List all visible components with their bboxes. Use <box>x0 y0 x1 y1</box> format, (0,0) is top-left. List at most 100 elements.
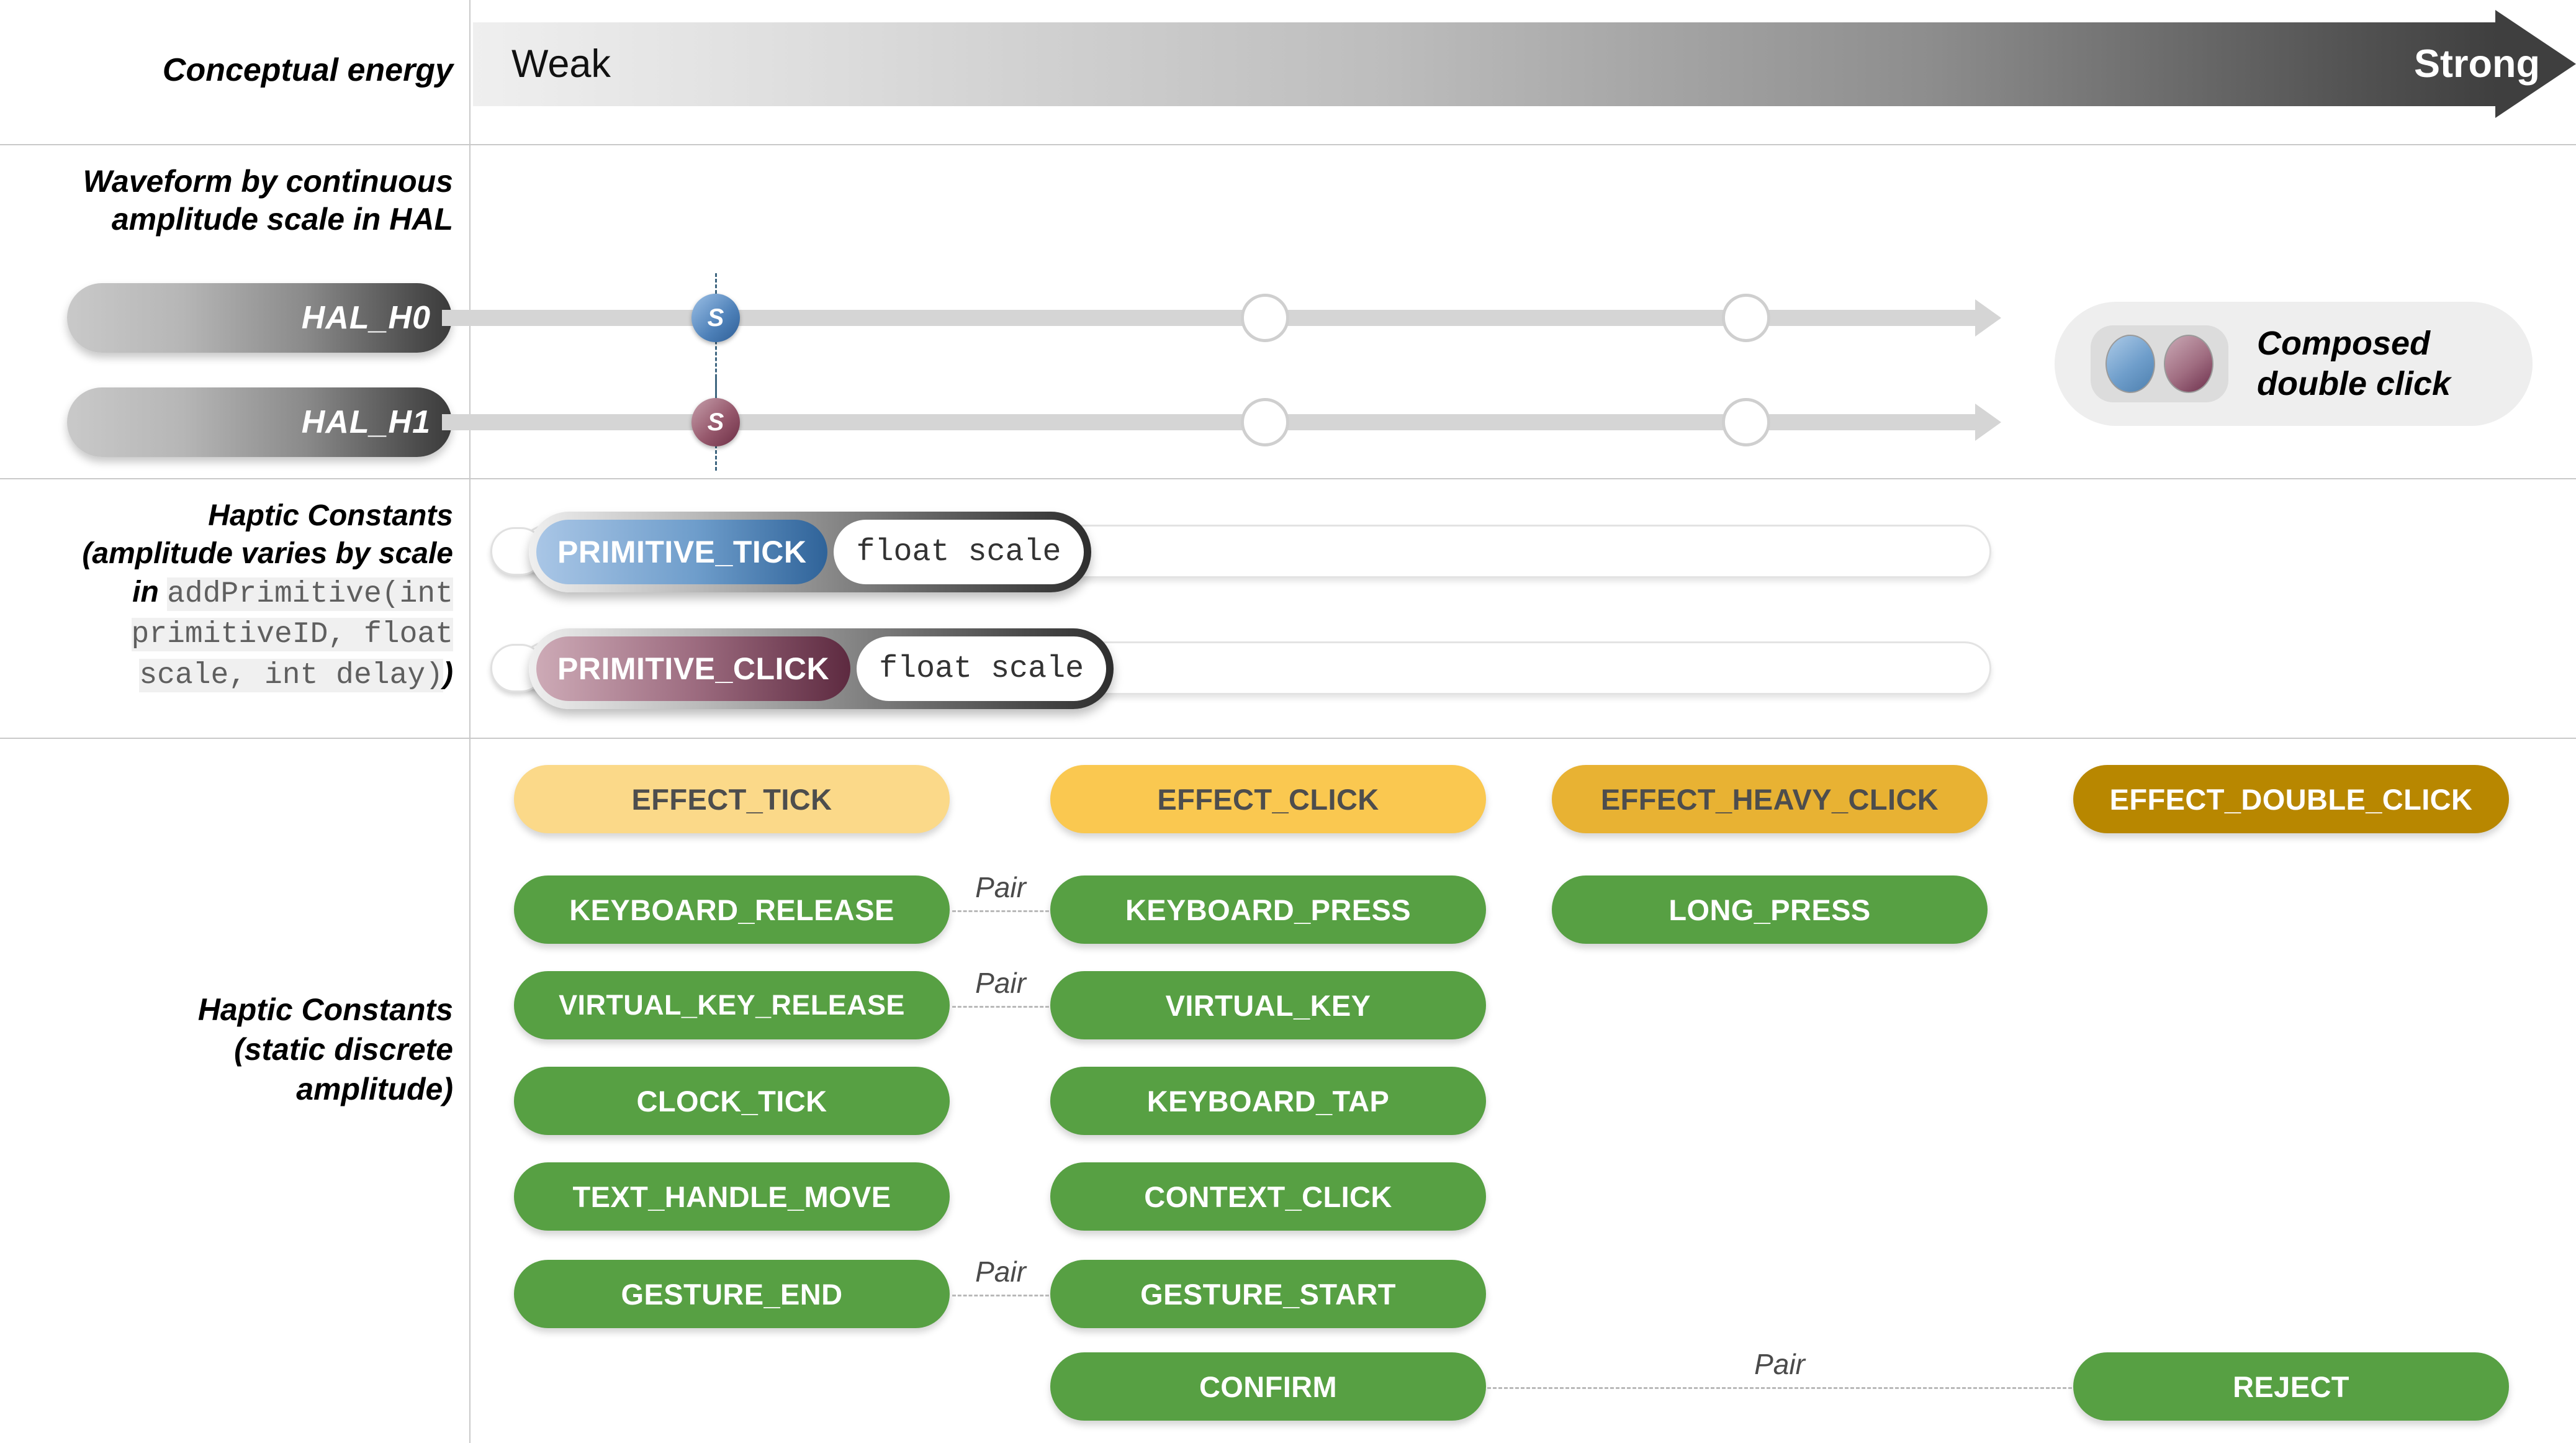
pill-label: CLOCK_TICK <box>636 1084 827 1118</box>
row-label-line: scale, int delay)) <box>0 654 453 695</box>
constant-keyboard-press-pill[interactable]: KEYBOARD_PRESS <box>1050 875 1486 944</box>
row-label-line: in addPrimitive(int <box>0 573 453 613</box>
primitive-tick-arg: float scale <box>834 520 1084 584</box>
section-divider-1 <box>0 144 2576 145</box>
hal-h1-label: HAL_H1 <box>301 404 431 440</box>
row-label-line: Haptic Constants <box>197 992 453 1027</box>
constant-gesture-start-pill[interactable]: GESTURE_START <box>1050 1260 1486 1328</box>
energy-strong-label: Strong <box>2414 42 2540 86</box>
pill-label: EFFECT_CLICK <box>1157 782 1379 816</box>
row-label-haptic-static: Haptic Constants (static discrete amplit… <box>0 990 453 1109</box>
row-label-line: Waveform by continuous <box>83 164 453 199</box>
row-label-close-paren: ) <box>443 656 453 690</box>
energy-arrow-head <box>2495 10 2576 118</box>
primitive-click-label: PRIMITIVE_CLICK <box>536 636 851 701</box>
effect-double-click-pill[interactable]: EFFECT_DOUBLE_CLICK <box>2073 765 2509 833</box>
hal-h0-slot-3[interactable] <box>1722 294 1770 342</box>
row-label-line: amplitude scale in HAL <box>111 202 453 237</box>
column-divider <box>469 0 471 1443</box>
pair-label-2: Pair <box>951 966 1050 1000</box>
composed-primitive-chip <box>2091 325 2228 402</box>
pill-label: CONFIRM <box>1199 1370 1338 1403</box>
hal-h0-guideline <box>715 273 719 428</box>
constant-long-press-pill[interactable]: LONG_PRESS <box>1552 875 1988 944</box>
constant-confirm-pill[interactable]: CONFIRM <box>1050 1352 1486 1421</box>
row-label-haptic-continuous: Haptic Constants (amplitude varies by sc… <box>0 497 453 695</box>
section-divider-2 <box>0 478 2576 479</box>
hal-h1-slot-2[interactable] <box>1241 398 1289 446</box>
hal-h0-label: HAL_H0 <box>301 300 431 336</box>
hal-h0-arrow-head <box>1975 299 2001 337</box>
primitive-click-arg: float scale <box>857 636 1107 701</box>
effect-tick-pill[interactable]: EFFECT_TICK <box>514 765 950 833</box>
energy-weak-label: Weak <box>511 42 611 86</box>
constant-clock-tick-pill[interactable]: CLOCK_TICK <box>514 1067 950 1135</box>
effect-click-pill[interactable]: EFFECT_CLICK <box>1050 765 1486 833</box>
row-label-line: (amplitude varies by scale <box>82 537 453 571</box>
pair-text: Pair <box>1754 1348 1805 1380</box>
constant-gesture-end-pill[interactable]: GESTURE_END <box>514 1260 950 1328</box>
row-label-line: primitiveID, float <box>0 613 453 654</box>
row-label-text: Conceptual energy <box>162 52 453 88</box>
pair-connector-2 <box>952 1006 1049 1008</box>
primitive-tick-label: PRIMITIVE_TICK <box>536 520 828 584</box>
primitive-click-capsule[interactable]: PRIMITIVE_CLICK float scale <box>529 628 1114 709</box>
section-divider-3 <box>0 738 2576 739</box>
constant-context-click-pill[interactable]: CONTEXT_CLICK <box>1050 1162 1486 1231</box>
row-label-conceptual-energy: Conceptual energy <box>0 51 453 90</box>
row-label-line: (static discrete <box>234 1032 453 1067</box>
composed-label-line: Composed <box>2257 325 2431 363</box>
constant-virtual-key-pill[interactable]: VIRTUAL_KEY <box>1050 971 1486 1039</box>
pill-label: EFFECT_TICK <box>631 782 832 816</box>
constant-virtual-key-release-pill[interactable]: VIRTUAL_KEY_RELEASE <box>514 971 950 1039</box>
effect-heavy-click-pill[interactable]: EFFECT_HEAVY_CLICK <box>1552 765 1988 833</box>
pill-label: GESTURE_START <box>1140 1277 1396 1311</box>
row-label-line: Haptic Constants <box>208 499 453 532</box>
energy-gradient-bar <box>473 22 2497 106</box>
pair-label-1: Pair <box>951 871 1050 904</box>
row-label-in: in <box>132 575 168 608</box>
pair-connector-3 <box>952 1295 1049 1296</box>
constant-reject-pill[interactable]: REJECT <box>2073 1352 2509 1421</box>
pill-label: LONG_PRESS <box>1669 893 1871 926</box>
composed-label-line: double click <box>2257 365 2451 402</box>
conceptual-energy-arrow: Weak Strong <box>473 10 2576 118</box>
pill-label: TEXT_HANDLE_MOVE <box>572 1180 891 1213</box>
hal-h0-pill: HAL_H0 <box>67 283 452 353</box>
composed-click-ball <box>2164 335 2213 393</box>
constant-keyboard-tap-pill[interactable]: KEYBOARD_TAP <box>1050 1067 1486 1135</box>
pair-label-3: Pair <box>951 1255 1050 1288</box>
composed-tick-ball <box>2105 335 2155 393</box>
pair-connector-4 <box>1487 1387 2072 1389</box>
pair-text: Pair <box>975 967 1026 999</box>
constant-keyboard-release-pill[interactable]: KEYBOARD_RELEASE <box>514 875 950 944</box>
pair-text: Pair <box>975 1255 1026 1288</box>
primitive-tick-capsule[interactable]: PRIMITIVE_TICK float scale <box>529 512 1091 592</box>
pill-label: KEYBOARD_PRESS <box>1125 893 1412 926</box>
hal-h0-marker-s[interactable]: S <box>691 294 740 342</box>
pill-label: GESTURE_END <box>621 1277 843 1311</box>
hal-h1-pill: HAL_H1 <box>67 387 452 457</box>
pair-connector-1 <box>952 910 1049 912</box>
row-label-line: amplitude) <box>296 1072 453 1106</box>
hal-h1-marker-label: S <box>707 408 724 436</box>
hal-h1-arrow-head <box>1975 404 2001 441</box>
hal-h1-marker-s[interactable]: S <box>691 398 740 446</box>
hal-h0-slot-2[interactable] <box>1241 294 1289 342</box>
pair-label-4: Pair <box>1730 1347 1829 1381</box>
pill-label: VIRTUAL_KEY_RELEASE <box>559 989 905 1021</box>
code-addprimitive-1: addPrimitive(int <box>167 577 453 611</box>
pill-label: EFFECT_HEAVY_CLICK <box>1600 782 1939 816</box>
hal-h0-marker-label: S <box>707 304 724 332</box>
pill-label: VIRTUAL_KEY <box>1165 988 1371 1022</box>
composed-label: Composed double click <box>2257 323 2451 404</box>
pair-text: Pair <box>975 871 1026 903</box>
code-addprimitive-2: primitiveID, float <box>131 618 453 652</box>
pill-label: REJECT <box>2233 1370 2349 1403</box>
constant-text-handle-move-pill[interactable]: TEXT_HANDLE_MOVE <box>514 1162 950 1231</box>
pill-label: KEYBOARD_RELEASE <box>569 893 894 926</box>
pill-label: KEYBOARD_TAP <box>1146 1084 1390 1118</box>
composed-double-click-card[interactable]: Composed double click <box>2055 302 2533 426</box>
hal-h1-slot-3[interactable] <box>1722 398 1770 446</box>
